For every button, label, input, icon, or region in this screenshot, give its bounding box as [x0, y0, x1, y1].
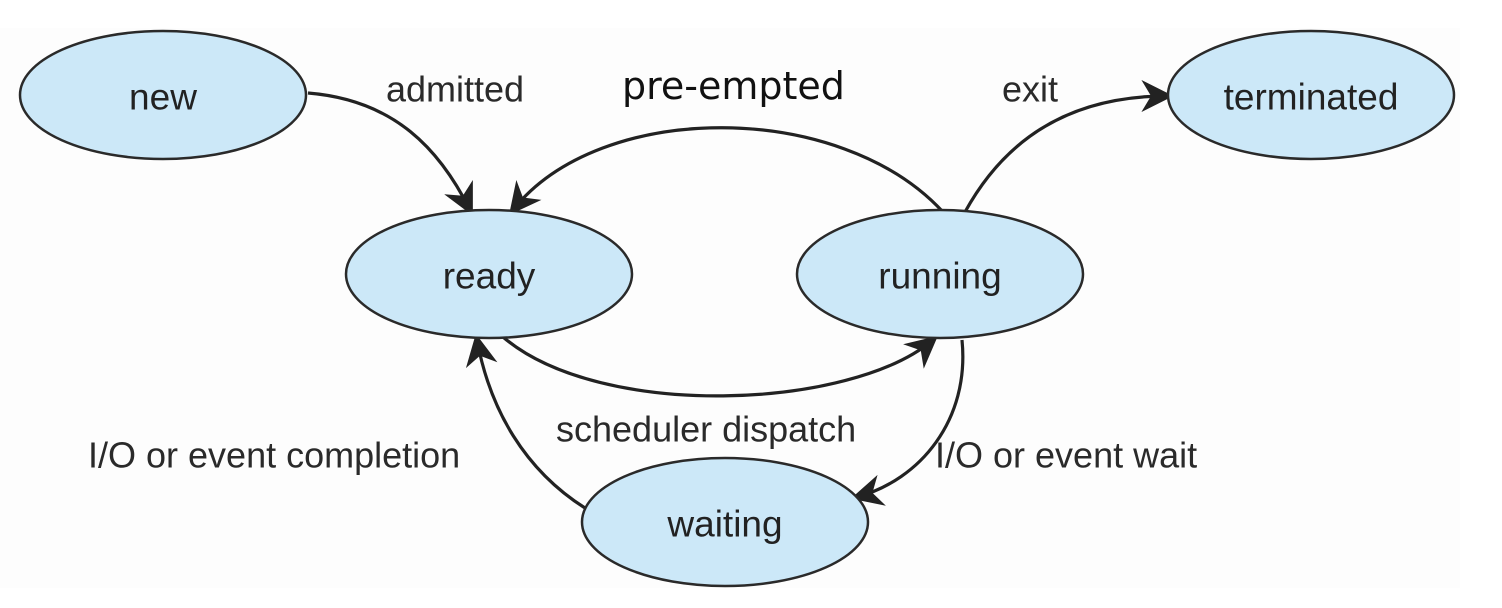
label-scheduler-dispatch: scheduler dispatch: [556, 409, 856, 450]
node-waiting: waiting: [580, 456, 870, 588]
node-ready-label: ready: [443, 256, 536, 297]
edge-scheduler-dispatch: [501, 335, 938, 398]
node-new-label: new: [129, 77, 197, 118]
node-new: new: [18, 29, 308, 161]
node-terminated: terminated: [1166, 29, 1456, 161]
node-ready: ready: [344, 208, 634, 340]
label-io-event-wait: I/O or event wait: [935, 435, 1197, 476]
edge-io-event-completion: [465, 333, 586, 510]
edge-admitted: [307, 91, 473, 216]
node-running-label: running: [878, 256, 1001, 297]
node-waiting-label: waiting: [666, 504, 782, 545]
label-preempted: pre-empted: [622, 64, 845, 108]
node-terminated-label: terminated: [1224, 77, 1399, 118]
node-running: running: [795, 208, 1085, 340]
label-admitted: admitted: [386, 69, 524, 110]
edge-exit: [963, 80, 1174, 213]
edge-io-event-wait: [850, 339, 965, 506]
label-io-event-completion: I/O or event completion: [88, 435, 460, 476]
label-exit: exit: [1002, 69, 1058, 110]
edge-preempted: [509, 126, 945, 216]
